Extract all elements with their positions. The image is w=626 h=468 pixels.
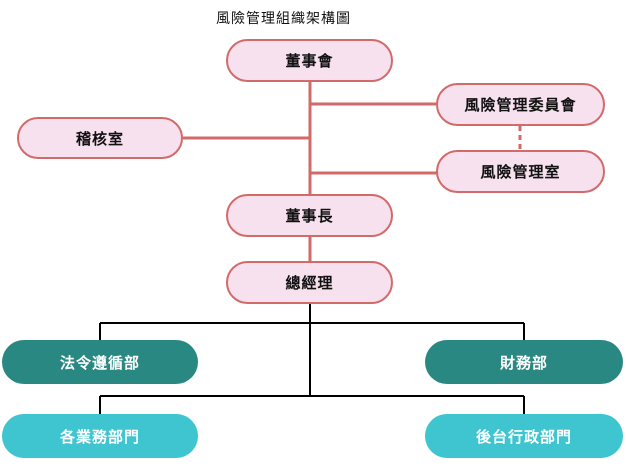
node-business-units-label: 各業務部門: [59, 427, 140, 446]
node-chairman-label: 董事長: [285, 207, 334, 225]
node-board-label: 董事會: [285, 52, 334, 70]
node-risk-committee: 風險管理委員會: [436, 83, 605, 126]
node-risk-committee-label: 風險管理委員會: [464, 96, 577, 114]
node-audit-office: 稽核室: [17, 117, 183, 159]
node-audit-office-label: 稽核室: [75, 129, 124, 148]
node-back-office: 後台行政部門: [425, 414, 623, 458]
node-risk-office-label: 風險管理室: [480, 163, 561, 181]
node-finance: 財務部: [425, 340, 623, 384]
node-business-units: 各業務部門: [2, 414, 198, 458]
node-risk-office: 風險管理室: [436, 150, 605, 193]
node-back-office-label: 後台行政部門: [475, 427, 572, 446]
node-compliance-label: 法令遵循部: [59, 353, 140, 372]
chart-title: 風險管理組織架構圖: [216, 11, 351, 27]
node-finance-label: 財務部: [499, 353, 548, 372]
node-general-manager: 總經理: [226, 261, 393, 304]
node-chairman: 董事長: [226, 194, 393, 237]
node-general-manager-label: 總經理: [285, 274, 334, 292]
node-board: 董事會: [226, 39, 393, 82]
node-compliance: 法令遵循部: [2, 340, 198, 384]
